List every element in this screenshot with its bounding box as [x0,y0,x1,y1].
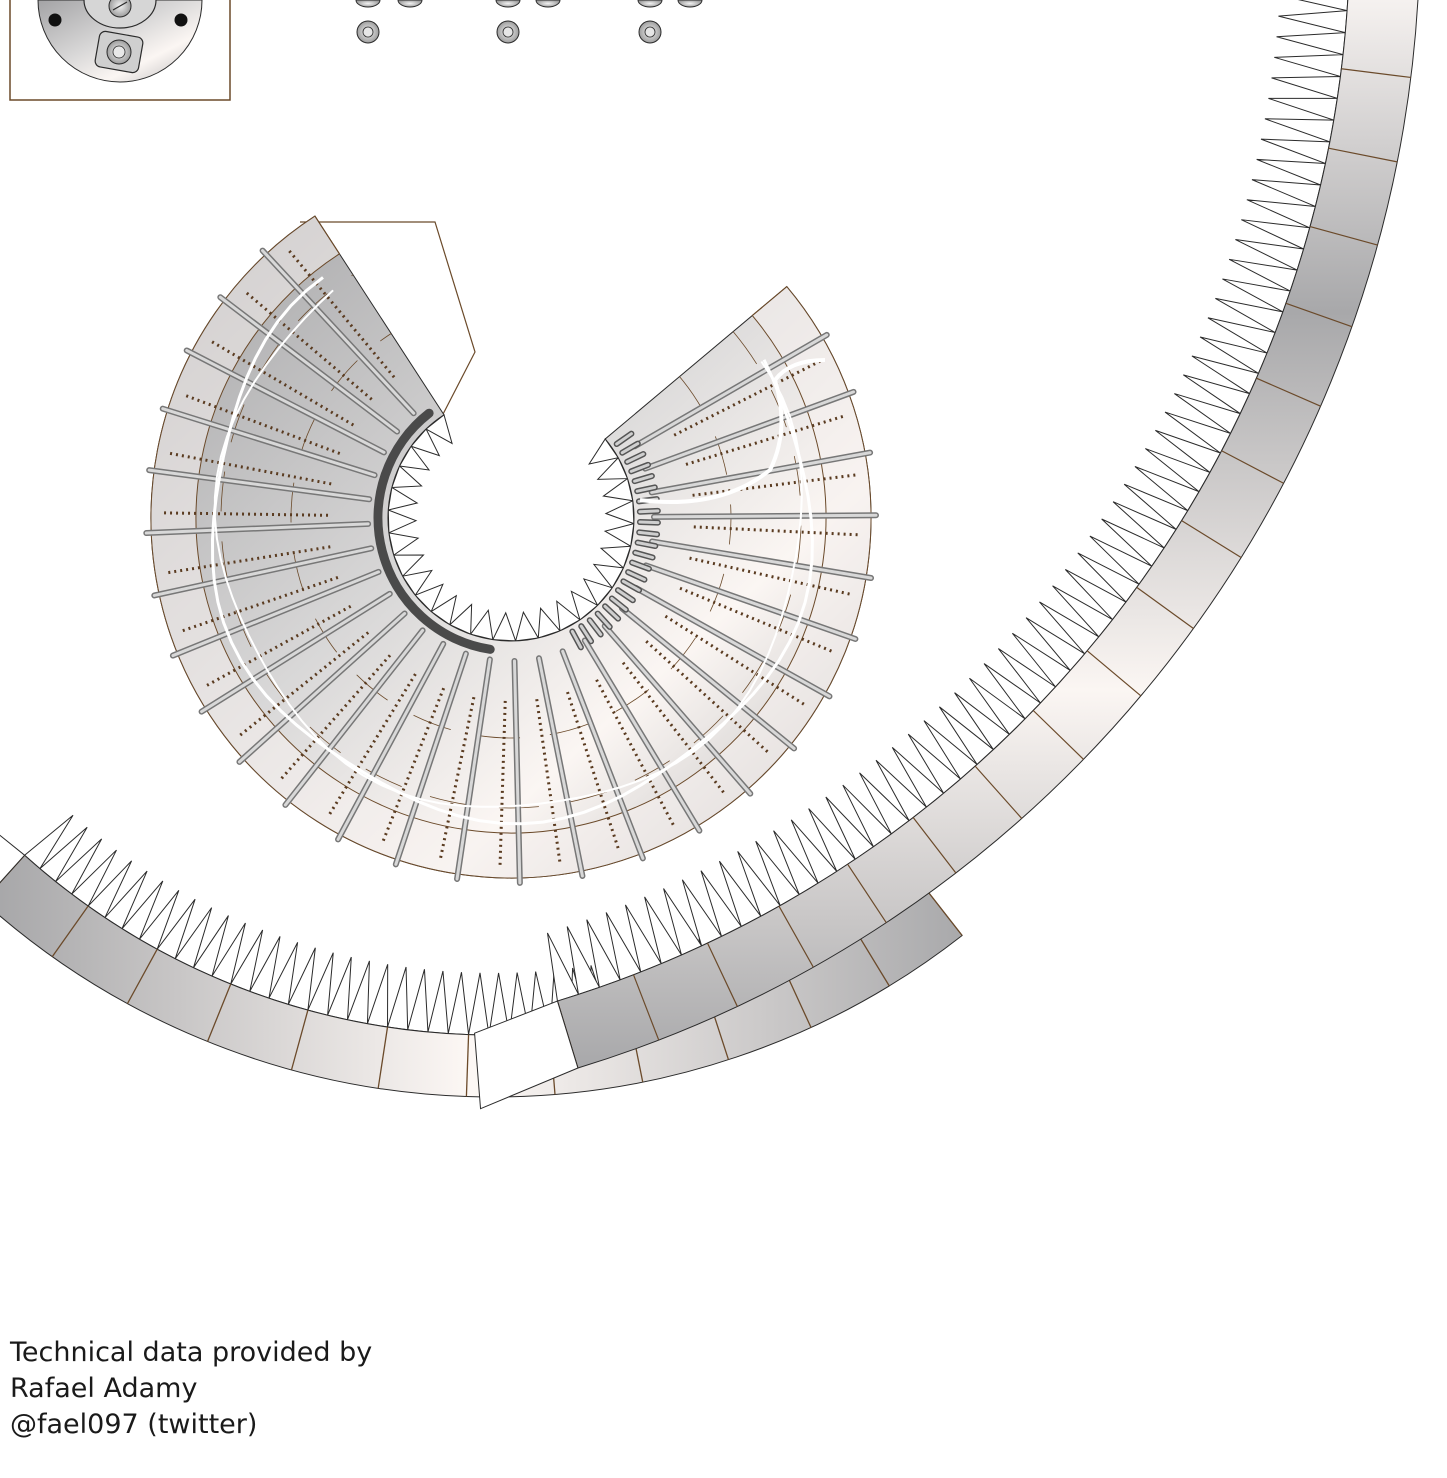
radial-disc [143,215,879,886]
credit-text: Technical data provided by Rafael Adamy … [10,1335,372,1443]
credit-line-1: Technical data provided by [10,1337,373,1368]
disc-conduit-bold [639,358,826,504]
rivet-cap-5 [637,0,663,8]
rivet-2 [496,20,520,44]
rivet-cap-2 [397,0,423,8]
disc-conduit-inner [213,289,803,808]
disc-conduit-outer [210,276,814,826]
rivet-cap-6 [677,0,703,8]
credit-line-2: Rafael Adamy [10,1373,198,1404]
disc-rails [143,247,879,886]
strip-arc-2 [474,0,1419,1110]
disc-dark-band [373,408,495,654]
strip-1-end-tab [0,834,26,884]
rivet-cap-1 [355,0,381,8]
strip-2-tabs [546,0,1349,1002]
rivet-cap-4 [535,0,561,8]
detail-box [9,0,231,101]
detail-hole-left [48,13,62,27]
disc-inner-tabs [387,413,635,642]
credit-line-3: @fael097 (twitter) [10,1409,258,1440]
detail-hole-right [174,13,188,27]
rivet-3 [638,20,662,44]
rivet-1 [356,20,380,44]
disc-flap [300,221,476,421]
rivet-parts [355,0,703,44]
rivet-cap-3 [495,0,521,8]
strip-2-end-tab [474,1000,579,1110]
